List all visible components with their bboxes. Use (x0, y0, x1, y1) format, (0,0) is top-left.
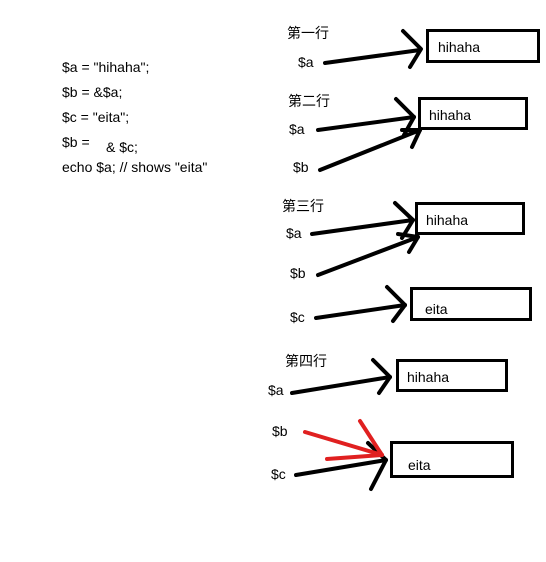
step-2-var-a: $a (289, 121, 305, 137)
step-3-value-text-1: hihaha (426, 212, 469, 228)
code-line-4-ref: & $c; (106, 139, 138, 155)
step-2-var-b: $b (293, 159, 309, 175)
step-3-value-box-2: eita (410, 287, 532, 321)
step-4-var-a: $a (268, 382, 284, 398)
step-1-var-a: $a (298, 54, 314, 70)
step-3-title: 第三行 (282, 199, 324, 215)
step-4-value-text-2: eita (408, 457, 431, 473)
code-line-5: echo $a; // shows "eita" (62, 159, 208, 175)
arrow-step3-c (314, 285, 407, 323)
arrow-step3-a (310, 201, 415, 240)
step-2-title: 第二行 (288, 94, 330, 110)
step-3-var-c: $c (290, 309, 305, 325)
step-4-title: 第四行 (285, 354, 327, 370)
step-3-value-text-2: eita (425, 301, 448, 317)
arrow-step2-a (316, 97, 416, 137)
code-line-4-assign: $b = (62, 134, 94, 150)
arrow-step1-a (323, 29, 423, 69)
code-line-2: $b = &$a; (62, 84, 123, 100)
step-4-value-box-2: eita (390, 441, 514, 478)
arrow-step3-b (316, 232, 420, 277)
code-line-3: $c = "eita"; (62, 109, 130, 125)
step-2-value-box: hihaha (418, 97, 528, 130)
step-1-value-box: hihaha (426, 29, 540, 63)
step-3-value-box-1: hihaha (415, 202, 525, 235)
step-3-var-b: $b (290, 265, 306, 281)
step-2-value-text: hihaha (429, 107, 472, 123)
step-4-var-c: $c (271, 466, 286, 482)
step-1-title: 第一行 (287, 26, 329, 42)
arrow-step2-b (318, 128, 422, 172)
step-4-var-b: $b (272, 423, 288, 439)
step-3-var-a: $a (286, 225, 302, 241)
step-4-value-box-1: hihaha (396, 359, 508, 392)
arrow-step4-c (294, 441, 388, 491)
code-line-1: $a = "hihaha"; (62, 59, 150, 75)
step-1-value-text: hihaha (438, 39, 481, 55)
arrow-step4-b-red (303, 419, 384, 461)
step-4-value-text-1: hihaha (407, 369, 450, 385)
